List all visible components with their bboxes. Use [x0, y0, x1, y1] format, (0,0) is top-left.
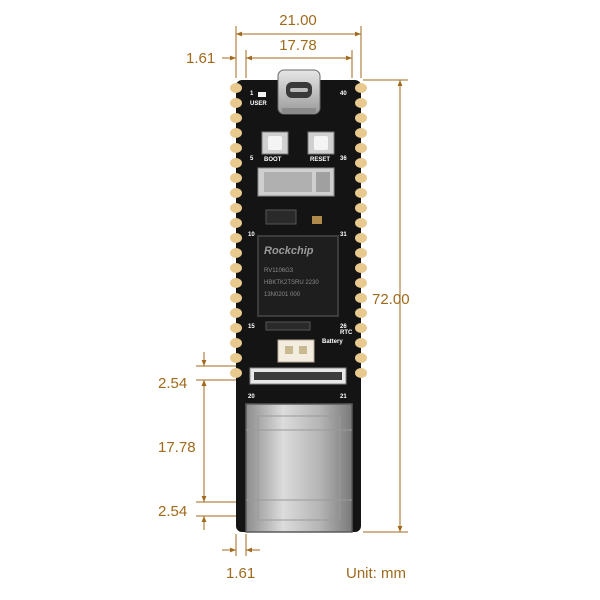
pin-pad: [230, 98, 242, 108]
pin-pad: [355, 158, 367, 168]
pin-pad: [355, 203, 367, 213]
left-pin-pads: [230, 83, 242, 378]
user-led: [258, 92, 266, 97]
dimension-lines: [196, 26, 408, 556]
pin-pad: [230, 353, 242, 363]
pin-pad: [355, 128, 367, 138]
rockchip-soc: [257, 235, 339, 317]
pin-pad: [230, 338, 242, 348]
pin-pad: [355, 233, 367, 243]
pin-pad: [355, 248, 367, 258]
chip-line3: 13N0201 000: [264, 292, 301, 298]
dim-spacing-mid: 17.78: [158, 439, 196, 456]
usb-c-connector: [277, 69, 321, 115]
pin-31: 31: [340, 232, 347, 238]
reset-button: [307, 131, 335, 155]
pin-pad: [230, 143, 242, 153]
pin-pad: [355, 83, 367, 93]
pin-pad: [355, 98, 367, 108]
fpc-connector: [249, 367, 347, 385]
boot-button: [261, 131, 289, 155]
pin-pad: [230, 128, 242, 138]
silk-rtc: RTC: [340, 330, 353, 336]
pin-pad: [230, 248, 242, 258]
pin-pad: [230, 263, 242, 273]
pin-26: 26: [340, 324, 347, 330]
pin-pad: [355, 353, 367, 363]
chip-line1: RV1106G3: [264, 268, 294, 274]
silk-reset: RESET: [310, 157, 330, 163]
pin-pad: [355, 338, 367, 348]
pin-36: 36: [340, 156, 347, 162]
pin-pad: [355, 113, 367, 123]
silk-boot: BOOT: [264, 157, 282, 163]
unit-label: Unit: mm: [346, 565, 406, 582]
pin-pad: [355, 143, 367, 153]
pin-pad: [355, 188, 367, 198]
microsd-slot: [257, 167, 335, 197]
pin-pad: [230, 308, 242, 318]
pin-pad: [230, 203, 242, 213]
crystal: [312, 216, 322, 224]
pin-pad: [230, 368, 242, 378]
silk-user: USER: [250, 101, 267, 107]
pin-pad: [230, 218, 242, 228]
pin-20: 20: [248, 394, 255, 400]
dim-pitch-top: 2.54: [158, 375, 187, 392]
pin-pad: [230, 173, 242, 183]
pin-1: 1: [250, 91, 254, 97]
rj45-ethernet-jack: [245, 403, 353, 533]
dim-left-offset-bottom: 1.61: [226, 565, 255, 582]
pin-pad: [230, 83, 242, 93]
pin-pad: [355, 368, 367, 378]
pin-pad: [355, 218, 367, 228]
chip-line2: HBKTK2TSRU 2230: [264, 280, 319, 286]
silk-battery: Battery: [322, 339, 343, 345]
pin-pad: [230, 158, 242, 168]
pin-40: 40: [340, 91, 347, 97]
pin-pad: [355, 278, 367, 288]
pin-pad: [355, 308, 367, 318]
dim-length: 72.00: [372, 291, 410, 308]
pin-15: 15: [248, 324, 255, 330]
pin-pad: [230, 113, 242, 123]
pin-pad: [230, 233, 242, 243]
pin-pad: [230, 188, 242, 198]
pin-pad: [355, 323, 367, 333]
rtc-battery-connector: [277, 339, 315, 363]
pin-21: 21: [340, 394, 347, 400]
pin-5: 5: [250, 156, 254, 162]
pin-pad: [355, 173, 367, 183]
pin-pad: [355, 293, 367, 303]
pin-pad: [230, 293, 242, 303]
dim-width-inner: 17.78: [279, 37, 317, 54]
passives-row: [265, 321, 311, 331]
dim-width-total: 21.00: [279, 12, 317, 29]
right-pin-pads: [355, 83, 367, 378]
pin-pad: [230, 323, 242, 333]
dim-pitch-bottom: 2.54: [158, 503, 187, 520]
pin-pad: [230, 278, 242, 288]
chip-brand: Rockchip: [264, 245, 314, 257]
dim-left-offset-top: 1.61: [186, 50, 215, 67]
pin-pad: [355, 263, 367, 273]
small-ic: [265, 209, 297, 225]
pin-10: 10: [248, 232, 255, 238]
